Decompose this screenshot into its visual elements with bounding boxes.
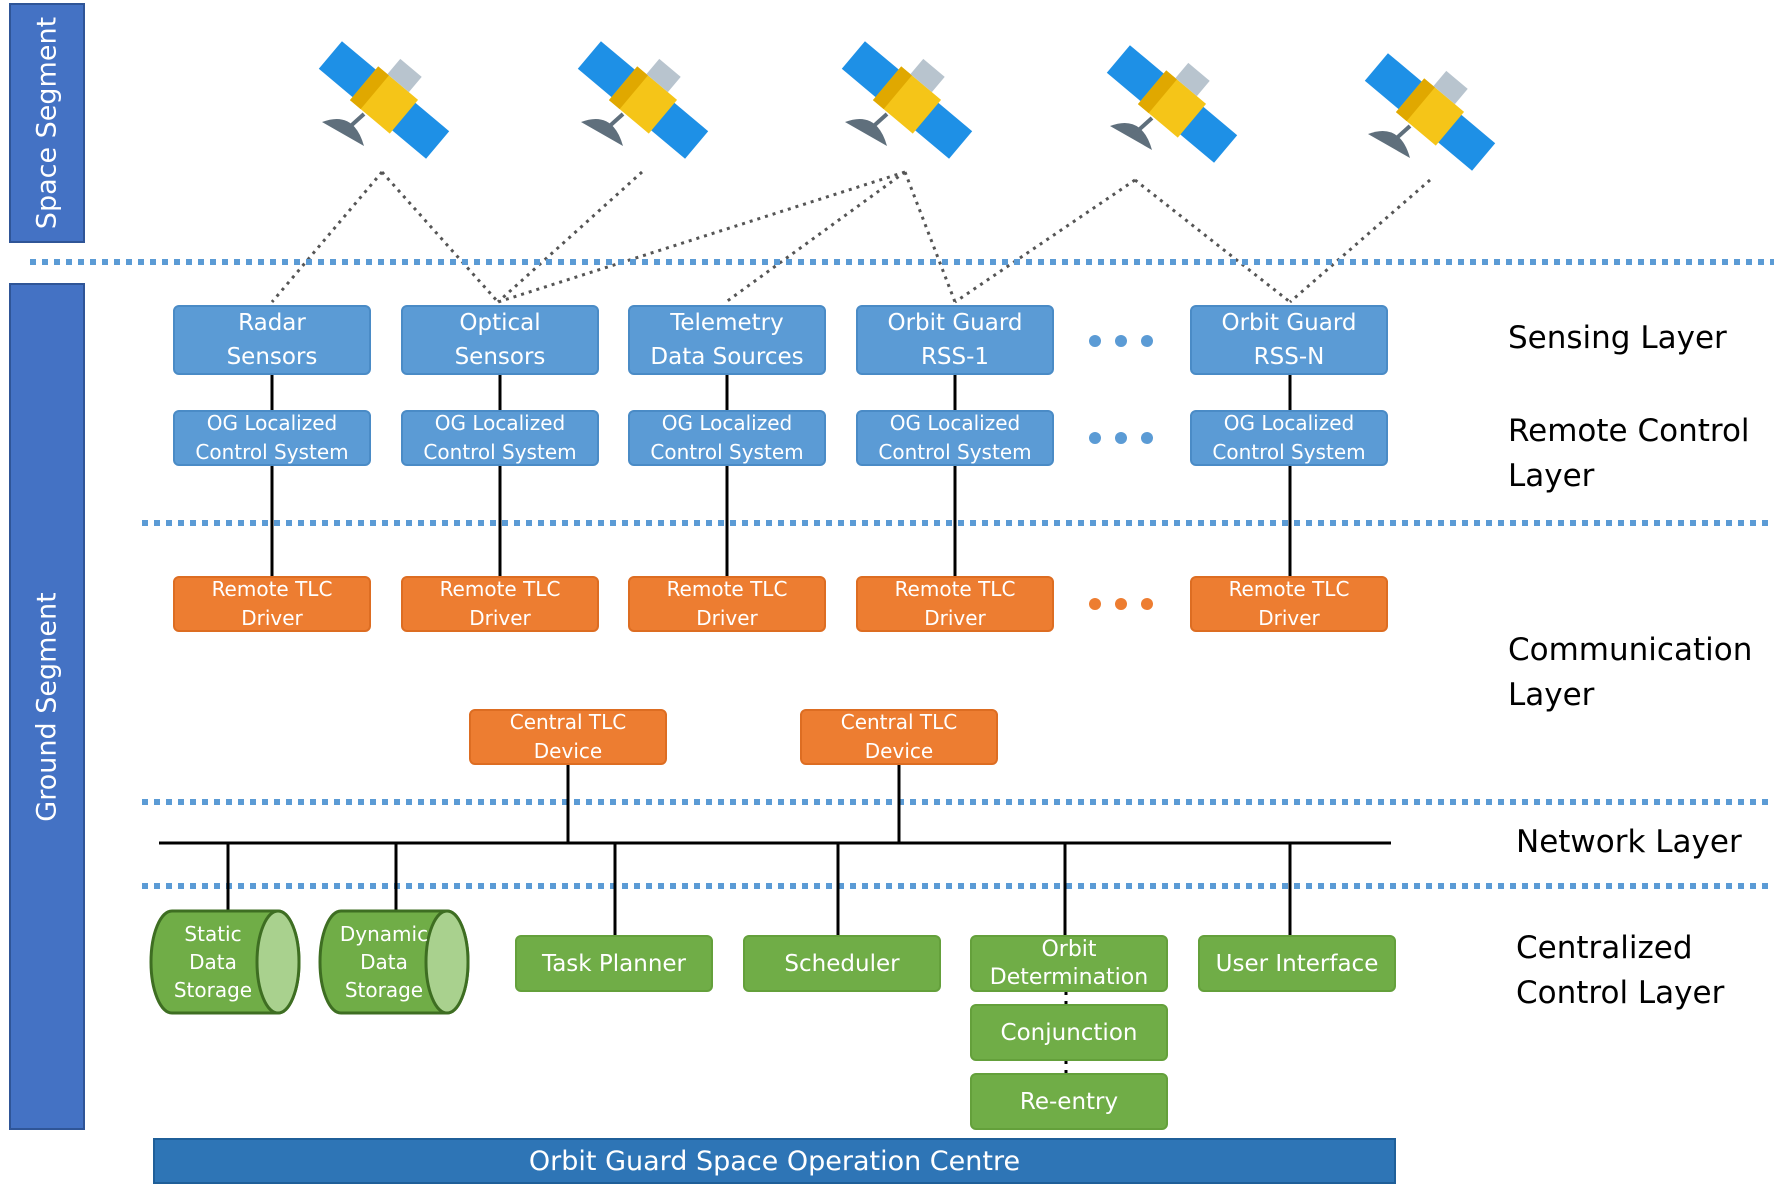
- control-system-box: OG Localized Control System: [628, 410, 826, 466]
- centralized-control-layer-label: Centralized Control Layer: [1516, 930, 1725, 1011]
- satellite-icon: [1104, 43, 1240, 165]
- ground-segment-bar: Ground Segment: [9, 283, 85, 1130]
- sensing-layer-label: Sensing Layer: [1508, 320, 1727, 356]
- layer-separators: [30, 259, 1774, 889]
- operation-centre-bar: Orbit Guard Space Operation Centre: [153, 1138, 1396, 1184]
- radar-sensors-box: Radar Sensors: [173, 305, 371, 375]
- conjunction-box: Conjunction: [970, 1004, 1168, 1061]
- remote-tlc-driver-box: Remote TLC Driver: [628, 576, 826, 632]
- remote-tlc-driver-box: Remote TLC Driver: [173, 576, 371, 632]
- communication-layer-label: Communication Layer: [1508, 632, 1753, 713]
- orbit-determination-box: Orbit Determination: [970, 935, 1168, 992]
- central-tlc-device-box: Central TLC Device: [800, 709, 998, 765]
- satellite-icon: [839, 39, 975, 161]
- remote-tlc-driver-box: Remote TLC Driver: [856, 576, 1054, 632]
- control-system-box: OG Localized Control System: [856, 410, 1054, 466]
- ellipsis-sensing: [1089, 335, 1153, 347]
- satellite-icon: [1362, 51, 1498, 173]
- central-tlc-device-box: Central TLC Device: [469, 709, 667, 765]
- dynamic-storage-cylinder: [318, 909, 470, 1015]
- ellipsis-control: [1089, 432, 1153, 444]
- satellite-links: [270, 170, 1431, 304]
- static-storage-cylinder: [149, 909, 301, 1015]
- network-layer-label: Network Layer: [1516, 824, 1742, 860]
- optical-sensors-box: Optical Sensors: [401, 305, 599, 375]
- dynamic-storage-label: Dynamic Data Storage: [339, 922, 429, 1002]
- satellite-icon: [316, 39, 452, 161]
- remote-tlc-driver-box: Remote TLC Driver: [401, 576, 599, 632]
- control-system-box: OG Localized Control System: [1190, 410, 1388, 466]
- task-planner-box: Task Planner: [515, 935, 713, 992]
- space-segment-label: Space Segment: [31, 16, 63, 230]
- orbit-guard-rss-n-box: Orbit Guard RSS-N: [1190, 305, 1388, 375]
- telemetry-sources-box: Telemetry Data Sources: [628, 305, 826, 375]
- ellipsis-driver: [1089, 598, 1153, 610]
- space-segment-bar: Space Segment: [9, 3, 85, 243]
- scheduler-box: Scheduler: [743, 935, 941, 992]
- control-system-box: OG Localized Control System: [173, 410, 371, 466]
- reentry-box: Re-entry: [970, 1073, 1168, 1130]
- control-system-box: OG Localized Control System: [401, 410, 599, 466]
- remote-tlc-driver-box: Remote TLC Driver: [1190, 576, 1388, 632]
- vertical-connectors: [159, 375, 1391, 935]
- remote-control-layer-label: Remote Control Layer: [1508, 413, 1750, 494]
- static-storage-label: Static Data Storage: [173, 922, 253, 1002]
- satellite-icon: [575, 39, 711, 161]
- ground-segment-label: Ground Segment: [31, 591, 63, 822]
- user-interface-box: User Interface: [1198, 935, 1396, 992]
- orbit-guard-rss-1-box: Orbit Guard RSS-1: [856, 305, 1054, 375]
